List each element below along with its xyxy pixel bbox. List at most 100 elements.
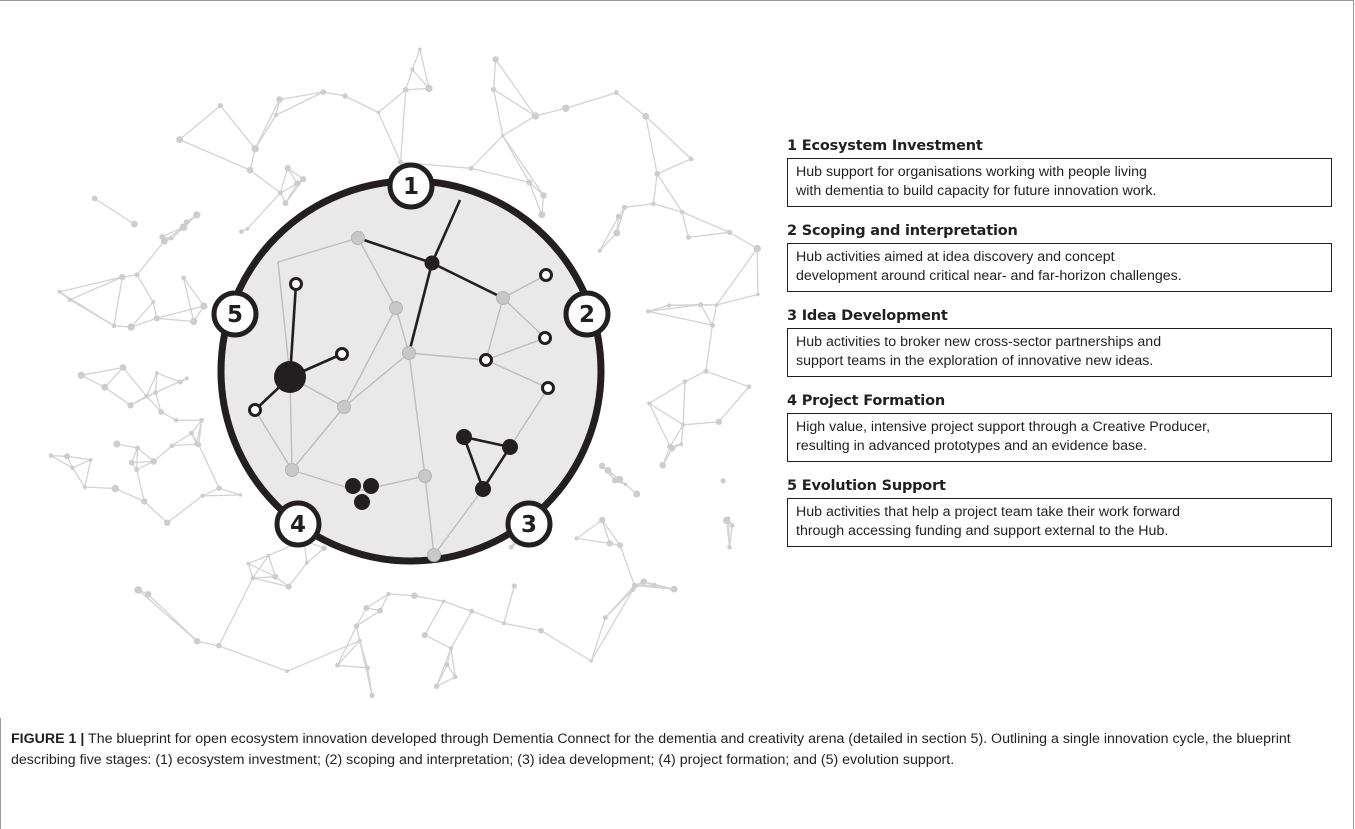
- background-node: [113, 440, 121, 448]
- open-node: [539, 268, 553, 282]
- background-link: [682, 381, 686, 425]
- background-link: [156, 372, 181, 383]
- background-node: [617, 542, 623, 549]
- background-node: [726, 516, 731, 520]
- background-link: [337, 640, 361, 666]
- background-node: [353, 623, 360, 629]
- dark-node: [354, 494, 370, 510]
- background-node: [670, 585, 678, 593]
- background-node: [134, 272, 140, 278]
- background-node: [377, 607, 383, 614]
- background-link: [705, 370, 750, 388]
- background-node: [376, 110, 381, 115]
- background-node: [574, 536, 579, 541]
- background-link: [147, 593, 198, 642]
- dark-node: [424, 255, 440, 271]
- background-node: [369, 692, 375, 699]
- background-link: [337, 664, 368, 669]
- background-link: [136, 274, 154, 303]
- background-link: [130, 301, 154, 328]
- background-link: [252, 577, 289, 588]
- background-node: [651, 201, 656, 206]
- background-node: [715, 418, 723, 425]
- stage-description-box: Hub support for organisations working wi…: [787, 158, 1332, 207]
- inner-link: [408, 352, 487, 361]
- background-link: [503, 622, 542, 632]
- background-node: [239, 229, 244, 235]
- background-node: [200, 302, 208, 310]
- inner-link: [254, 409, 293, 471]
- background-node: [654, 170, 661, 177]
- background-node: [200, 493, 205, 498]
- background-node: [64, 453, 71, 460]
- background-node: [127, 402, 134, 409]
- stage-marker-number: 5: [227, 302, 243, 328]
- background-link: [604, 585, 636, 619]
- background-link: [680, 424, 684, 445]
- background-node: [119, 273, 126, 281]
- background-node: [538, 627, 544, 634]
- background-node: [468, 165, 474, 171]
- background-link: [84, 486, 116, 490]
- background-link: [470, 135, 504, 169]
- background-node: [633, 490, 641, 498]
- background-node: [134, 467, 140, 473]
- background-node: [490, 86, 497, 93]
- background-node: [193, 211, 201, 219]
- background-link: [50, 455, 73, 469]
- background-node: [630, 587, 636, 592]
- background-link: [377, 112, 402, 163]
- background-node: [77, 371, 85, 379]
- background-link: [94, 197, 135, 225]
- background-node: [444, 662, 450, 667]
- background-link: [705, 325, 714, 372]
- stage-title: 2 Scoping and interpretation: [787, 223, 1018, 239]
- background-link: [254, 99, 281, 150]
- background-node: [284, 164, 291, 172]
- stage-marker-4: 4: [274, 500, 322, 548]
- background-link: [154, 372, 158, 393]
- background-node: [179, 223, 188, 231]
- background-link: [116, 443, 138, 449]
- grey-node: [427, 548, 441, 562]
- background-node: [189, 430, 194, 436]
- background-link: [153, 445, 173, 462]
- background-node: [111, 484, 119, 493]
- stage-marker-circle: [387, 162, 435, 210]
- background-node: [598, 516, 606, 524]
- inner-link: [485, 297, 504, 361]
- background-node: [300, 176, 307, 183]
- background-link: [179, 139, 251, 171]
- background-node: [251, 145, 259, 153]
- background-link: [656, 173, 683, 213]
- background-link: [436, 676, 456, 687]
- grey-node: [418, 469, 432, 483]
- background-node: [411, 592, 418, 599]
- background-link: [647, 310, 713, 326]
- background-link: [323, 91, 346, 97]
- background-node: [651, 582, 658, 589]
- background-node: [216, 642, 222, 649]
- background-node: [134, 586, 142, 594]
- grey-node: [389, 301, 403, 315]
- stage-description-line: Hub activities aimed at idea discovery a…: [796, 249, 1115, 265]
- background-link: [104, 367, 124, 388]
- stage-description-box: Hub activities that help a project team …: [787, 498, 1332, 547]
- background-node: [682, 379, 688, 384]
- background-node: [642, 112, 650, 120]
- background-link: [681, 211, 690, 238]
- background-node: [164, 519, 171, 526]
- inner-link: [277, 237, 359, 263]
- background-link: [279, 91, 324, 101]
- background-node: [433, 683, 440, 689]
- background-link: [503, 585, 515, 624]
- background-link: [411, 69, 430, 89]
- grey-node: [337, 400, 351, 414]
- background-node: [144, 394, 149, 399]
- stage-marker-circle: [274, 500, 322, 548]
- background-link: [576, 537, 610, 545]
- background-node: [276, 96, 283, 103]
